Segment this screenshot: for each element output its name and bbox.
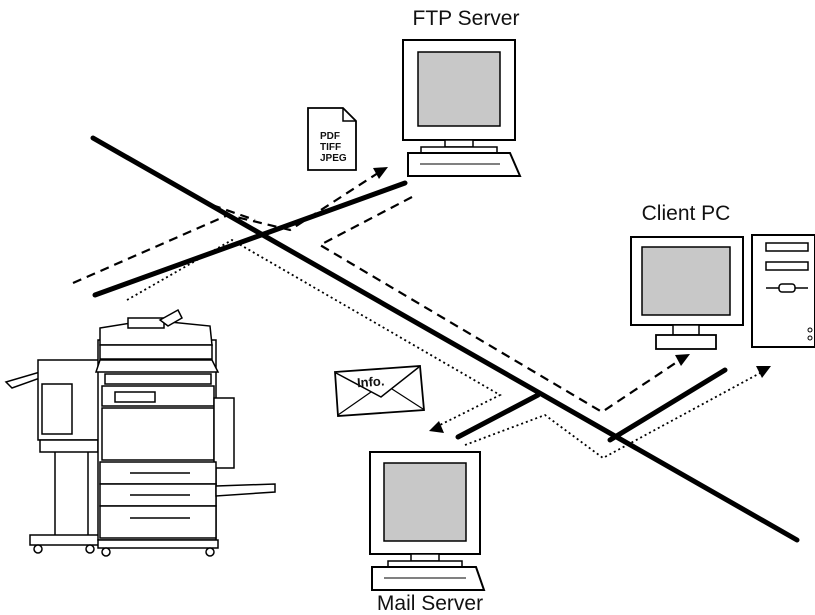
client-pc-tower-icon: [751, 234, 815, 348]
client-branch-line: [607, 367, 728, 443]
network-backbone: [90, 135, 800, 543]
envelope-text: Info.: [356, 373, 384, 390]
doc-format-jpeg: JPEG: [320, 153, 347, 164]
mail-server-label: Mail Server: [377, 592, 483, 615]
mail-branch-line: [455, 392, 541, 440]
ftp-branch-line: [92, 180, 408, 298]
arrowhead-client-dotted: [756, 366, 771, 378]
arrowhead-mail: [429, 421, 444, 433]
copier-machine-icon: [4, 308, 276, 557]
doc-format-tiff: TIFF: [320, 142, 341, 153]
doc-format-pdf: PDF: [320, 131, 340, 142]
mail-server-icon: [369, 451, 486, 591]
client-pc-label: Client PC: [642, 202, 731, 225]
arrowhead-ftp: [373, 167, 388, 179]
dashed-fragment: [211, 203, 256, 222]
envelope-icon: [334, 365, 425, 417]
dashed-path-to-ftp: [72, 172, 379, 285]
ftp-server-icon: [402, 39, 522, 177]
document-icon: [307, 107, 357, 171]
dashed-path-ftp-return: [317, 196, 681, 414]
ftp-server-label: FTP Server: [413, 7, 520, 30]
dotted-path-to-mail: [126, 238, 502, 426]
client-pc-monitor-icon: [630, 236, 744, 350]
dotted-path-to-client: [464, 371, 763, 460]
arrowhead-client-pc: [675, 354, 690, 366]
